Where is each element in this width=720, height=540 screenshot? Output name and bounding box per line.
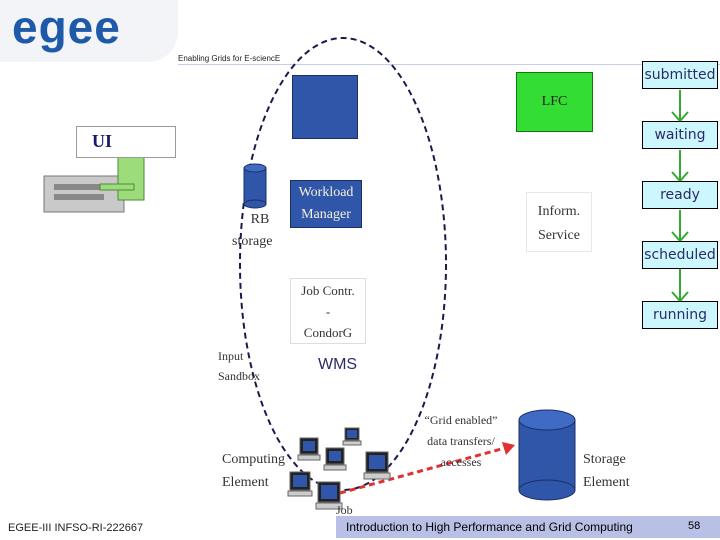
input-sandbox-line: Input [218, 349, 244, 363]
computing-element-line: Computing [222, 452, 286, 467]
computer-icon [287, 471, 313, 497]
storage-element-line: Element [583, 475, 630, 490]
wms-label: WMS [318, 356, 358, 373]
computing-element-label: Computing Element [222, 448, 285, 494]
storage-element-line: Storage [583, 452, 626, 467]
ui-box [76, 126, 176, 158]
workload-manager-label: Workload Manager [290, 182, 362, 226]
grid-transfer-line: “Grid enabled” [424, 413, 498, 427]
lfc-box [516, 72, 593, 132]
job-controller-line: - [325, 304, 331, 319]
state-scheduled: scheduled [642, 241, 718, 269]
rb-storage-cylinder-icon [243, 163, 267, 209]
computer-icon [342, 427, 362, 446]
state-running: running [642, 301, 718, 329]
grid-transfer-line: data transfers/ [427, 434, 495, 448]
rb-label: RB [250, 212, 270, 227]
job-controller-label: Job Contr. - CondorG [290, 280, 366, 343]
lfc-label: LFC [541, 94, 568, 109]
page-number: 58 [688, 520, 701, 532]
footer-title: Introduction to High Performance and Gri… [346, 520, 633, 534]
computer-icon [315, 481, 343, 510]
information-service-box [526, 192, 592, 252]
information-service-line: Inform. [537, 204, 581, 219]
logo-background [0, 0, 178, 62]
network-server-box [292, 75, 358, 139]
storage-element-cylinder-icon [518, 409, 576, 501]
input-sandbox-line: Sandbox [218, 369, 260, 383]
information-service-label: Inform. Service [526, 200, 592, 248]
rb-storage-label: storage [232, 234, 273, 249]
wms-boundary-ellipse [239, 37, 447, 491]
computer-icon [297, 437, 321, 461]
header-divider [178, 64, 720, 65]
computer-icon [323, 447, 347, 471]
job-controller-box [290, 278, 366, 344]
ui-label: UI [92, 131, 113, 151]
grid-transfer-line: accesses [440, 455, 482, 469]
workload-manager-line: Manager [301, 207, 351, 222]
job-controller-line: CondorG [303, 325, 353, 340]
footer-project-id: EGEE-III INFSO-RI-222667 [8, 522, 144, 534]
state-ready: ready [642, 181, 718, 209]
tagline: Enabling Grids for E-sciencE [178, 54, 281, 63]
footer-band [336, 516, 720, 538]
egee-logo: egee [12, 1, 121, 53]
storage-element-label: Storage Element [583, 448, 630, 494]
input-sandbox-label: Input Sandbox [218, 346, 260, 386]
state-waiting: waiting [642, 121, 718, 149]
job-controller-line: Job Contr. [301, 283, 355, 298]
job-label: Job [336, 503, 353, 517]
workload-manager-line: Workload [298, 185, 354, 200]
user-workstation-icon [43, 127, 145, 213]
information-service-line: Service [538, 228, 580, 243]
computer-icon [363, 451, 391, 480]
computing-element-cluster-icon [287, 427, 391, 510]
grid-transfer-arrow [339, 442, 515, 495]
computing-element-line: Element [222, 475, 269, 490]
workload-manager-box [290, 180, 362, 228]
grid-transfer-label: “Grid enabled” data transfers/ accesses [418, 410, 504, 473]
state-submitted: submitted [642, 61, 718, 89]
